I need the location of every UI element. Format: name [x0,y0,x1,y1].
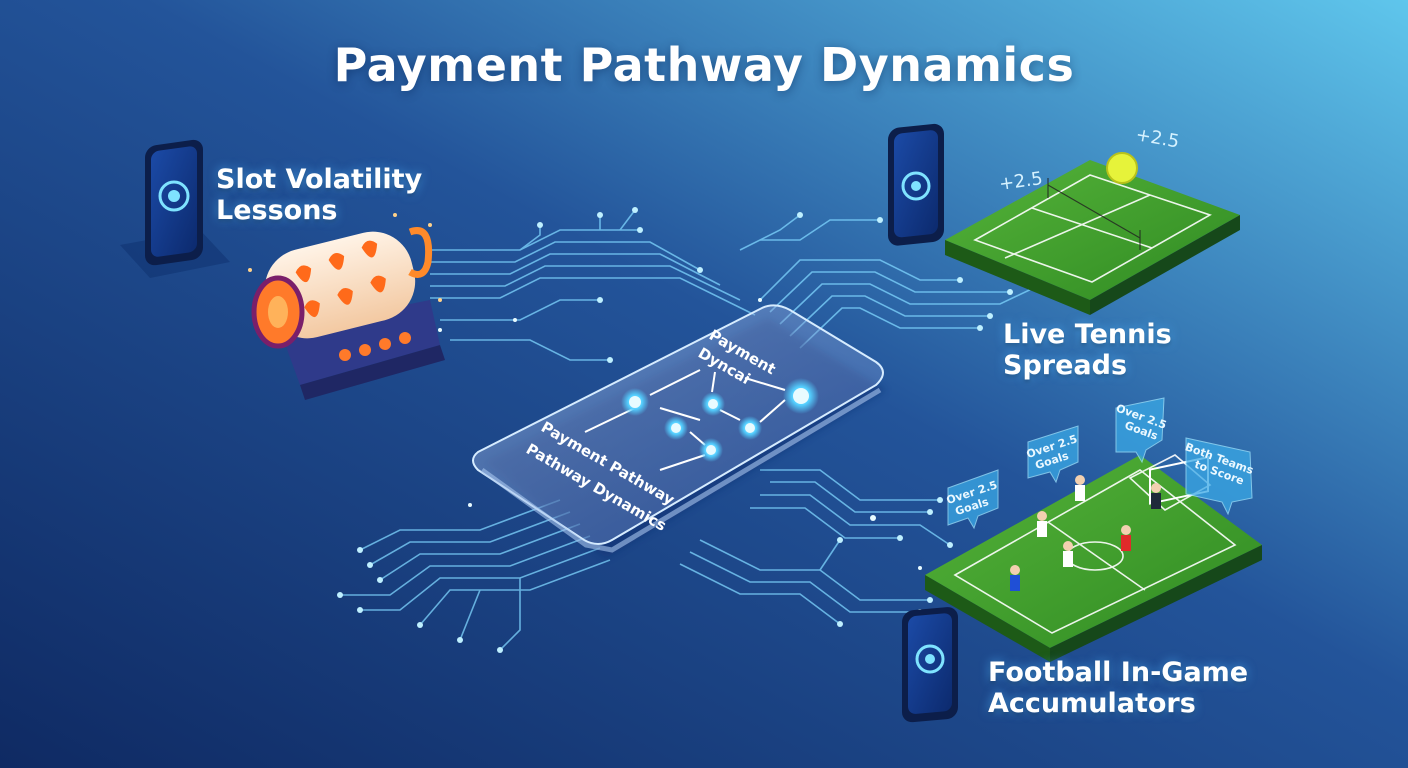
football-label-line1: Football In-Game [988,657,1249,688]
page-title: Payment Pathway Dynamics [333,38,1075,92]
live-tennis-label: Live Tennis Spreads [1003,319,1172,381]
center-payment-device: Payment Dyncai Payment Pathway Pathway D… [472,304,886,558]
tennis-label-line2: Spreads [1003,350,1128,381]
slot-label-line1: Slot Volatility [216,164,423,195]
circuit-nodes [337,207,1043,653]
payment-flow-diagram [584,369,819,471]
slot-phone [120,139,230,278]
slot-machine-icon [248,213,445,400]
tennis-phone [888,123,944,246]
slot-volatility-label: Slot Volatility Lessons [216,164,422,226]
football-phone [902,607,958,723]
circuit-traces [340,209,1041,651]
football-pitch [925,454,1262,662]
sparkles [438,298,922,570]
football-players [1010,475,1161,591]
football-label-line2: Accumulators [988,688,1196,719]
tennis-label-line1: Live Tennis [1003,319,1172,350]
marker-over-goals-3: Over 2.5 Goals [1114,397,1168,464]
tennis-court: +2.5 +2.5 [945,124,1240,315]
slot-label-line2: Lessons [216,195,338,226]
football-accumulators-label: Football In-Game Accumulators [988,657,1248,719]
